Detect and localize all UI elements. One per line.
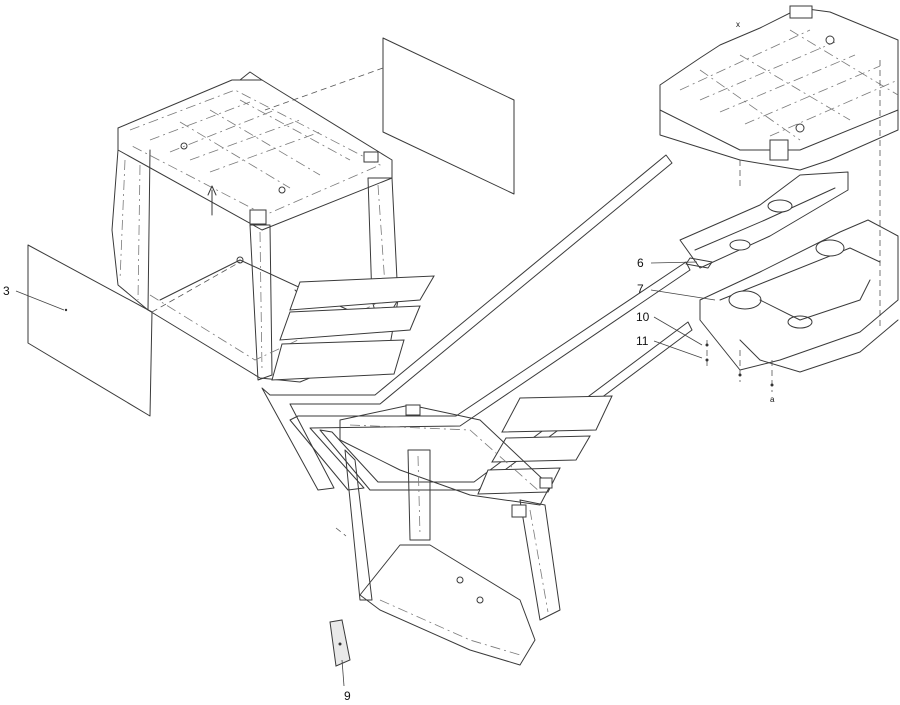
marker-a: a bbox=[770, 395, 775, 404]
glass-panel-set bbox=[261, 154, 693, 495]
part-7-floor-mat bbox=[699, 219, 899, 373]
part-3-window-panel bbox=[27, 244, 241, 417]
part-9-cover-plate bbox=[329, 619, 351, 667]
marker-x: x bbox=[736, 20, 740, 29]
callout-6: 6 bbox=[637, 256, 644, 270]
callout-11: 11 bbox=[636, 334, 649, 348]
callout-3: 3 bbox=[3, 284, 10, 298]
callout-10: 10 bbox=[636, 310, 650, 324]
floor-frame-right bbox=[659, 5, 899, 330]
cab-frame-lower bbox=[335, 404, 561, 666]
cab-frame-upper bbox=[111, 71, 399, 383]
callout-9: 9 bbox=[344, 689, 351, 703]
rear-window-panel bbox=[264, 37, 515, 195]
callout-7: 7 bbox=[637, 282, 644, 296]
callout-leaders bbox=[15, 261, 716, 687]
fasteners-10-11 bbox=[705, 340, 774, 392]
